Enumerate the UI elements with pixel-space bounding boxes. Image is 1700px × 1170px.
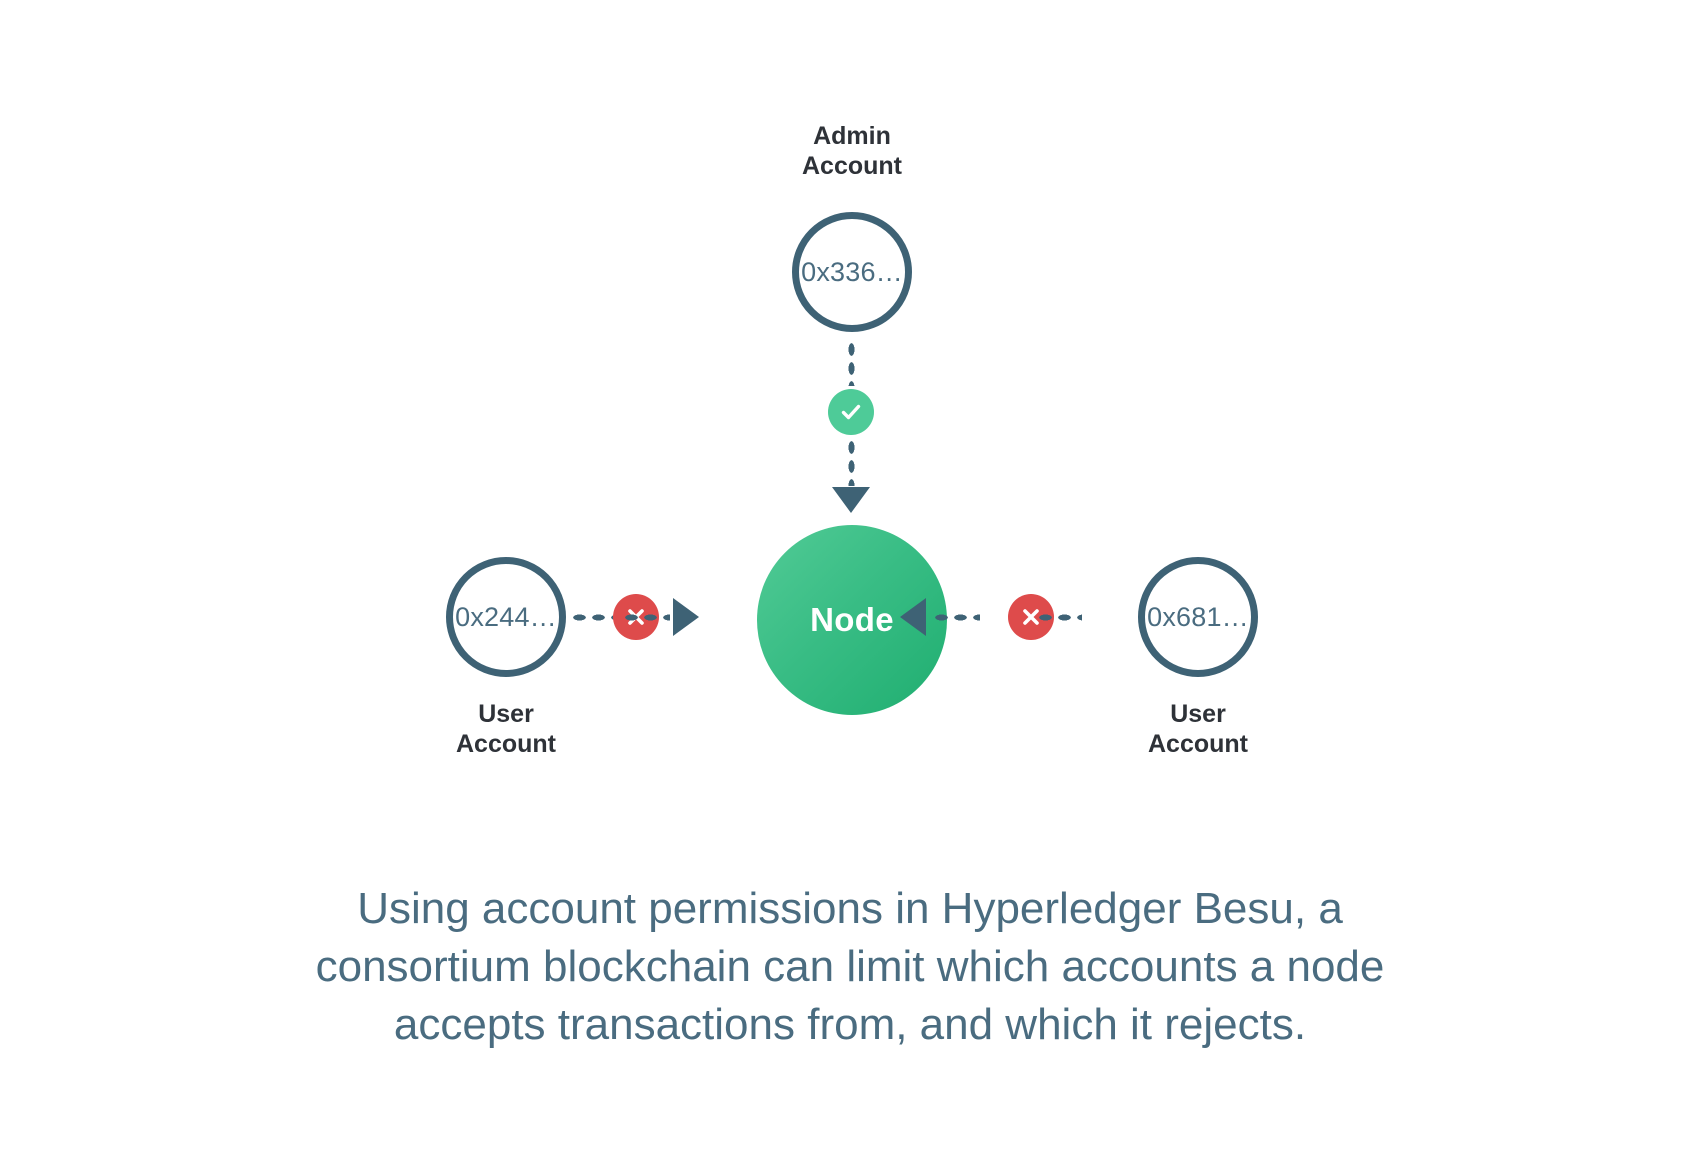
user-right-connector-outer xyxy=(932,613,980,622)
user-left-connector-outer xyxy=(622,613,670,622)
central-node-label: Node xyxy=(810,601,894,638)
user-left-account-node[interactable]: 0x244… xyxy=(446,557,566,677)
permissions-diagram: Admin Account 0x336… 0x244… User Account… xyxy=(446,122,1258,758)
arrow-right-icon xyxy=(673,598,699,636)
diagram-caption: Using account permissions in Hyperledger… xyxy=(315,884,1385,1050)
check-icon xyxy=(828,389,874,435)
arrow-down-icon xyxy=(832,487,870,513)
user-right-account-node[interactable]: 0x681… xyxy=(1138,557,1258,677)
admin-account-label: Admin Account xyxy=(802,122,902,180)
central-node[interactable]: Node xyxy=(757,525,947,715)
admin-connector-lower xyxy=(847,438,856,486)
user-right-connector-inner xyxy=(1036,613,1082,622)
admin-connector-upper xyxy=(847,340,856,386)
admin-account-node[interactable]: 0x336… xyxy=(792,212,912,332)
user-right-account-address: 0x681… xyxy=(1147,601,1249,632)
user-left-connector-inner xyxy=(570,613,616,622)
user-left-account-address: 0x244… xyxy=(455,601,557,632)
admin-account-address: 0x336… xyxy=(801,256,903,287)
user-left-account-label: User Account xyxy=(456,700,556,758)
arrow-left-icon xyxy=(900,598,926,636)
user-right-account-label: User Account xyxy=(1148,700,1248,758)
